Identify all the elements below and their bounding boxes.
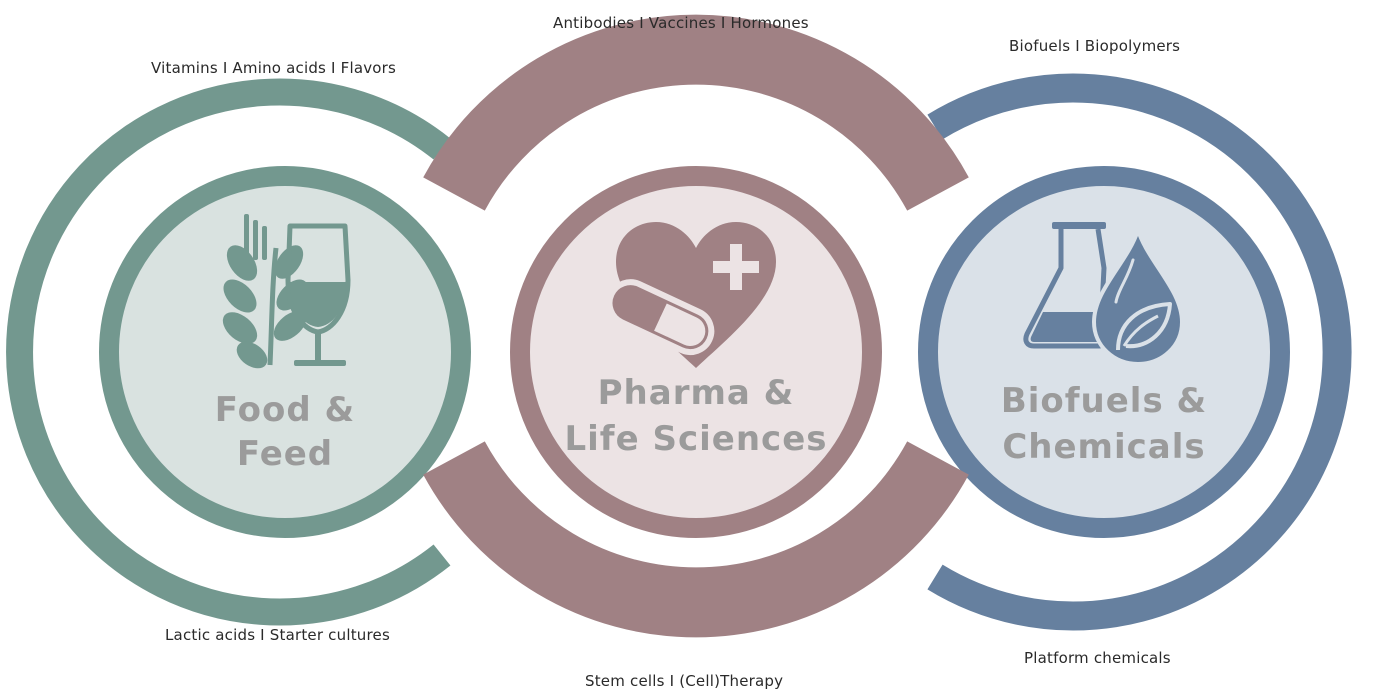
food-outer-arc [6,78,451,626]
food-title-line1: Food & [214,390,356,430]
pharma-top-label: Antibodies I Vaccines I Hormones [553,14,809,32]
bio-inner-circle [918,166,1290,538]
bio-title-line2: Chemicals [1002,427,1206,467]
heart-pill-plus-icon [606,222,776,368]
food-title-line2: Feed [236,434,334,474]
wheat-and-wine-glass-icon [222,214,351,369]
pharma-title-line1: Pharma & [597,373,795,413]
pharma-outer-arc-top [423,14,969,211]
pharma-title-line2: Life Sciences [564,419,828,459]
bio-title: Biofuels & Chemicals [989,378,1219,470]
pharma-bottom-label: Stem cells I (Cell)Therapy [585,672,784,690]
flask-and-leaf-drop-icon [1023,222,1185,367]
pharma-outer-arc-bottom [423,441,969,638]
bio-bottom-label: Platform chemicals [1024,649,1171,667]
food-top-label: Vitamins I Amino acids I Flavors [151,59,397,77]
food-title: Food & Feed [185,388,385,476]
pharma-title: Pharma & Life Sciences [556,370,836,462]
food-bottom-label: Lactic acids I Starter cultures [165,626,390,644]
bio-top-label: Biofuels I Biopolymers [1009,37,1181,55]
bio-outer-arc [927,73,1352,631]
bio-title-line1: Biofuels & [1000,381,1208,421]
food-inner-circle [99,166,471,538]
